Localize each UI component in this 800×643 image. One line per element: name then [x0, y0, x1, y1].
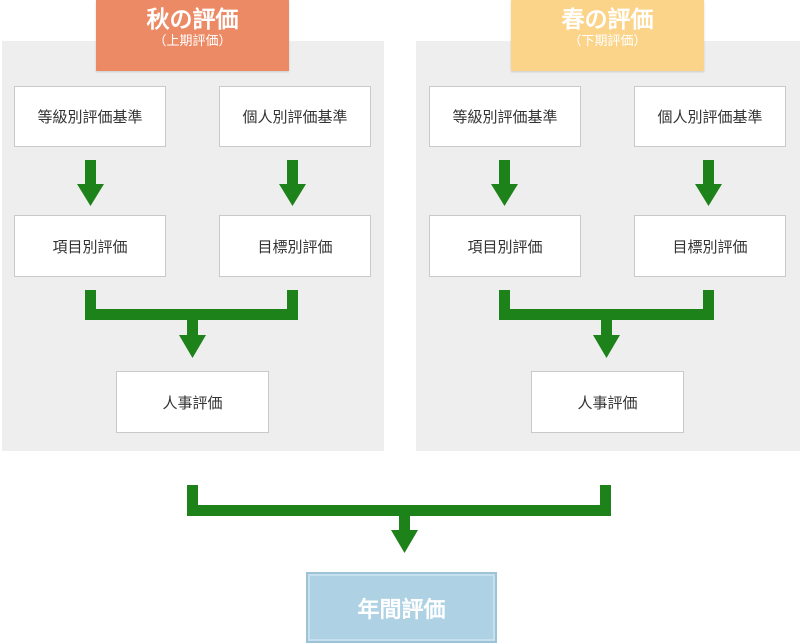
- autumn-arrow-left-down: [77, 160, 104, 206]
- autumn-personal-criteria-box: 個人別評価基準: [219, 86, 371, 147]
- spring-item-eval-box: 項目別評価: [429, 215, 581, 277]
- spring-subtitle: （下期評価）: [568, 34, 647, 49]
- spring-merge-bracket: [499, 290, 714, 358]
- autumn-hr-eval-box: 人事評価: [116, 371, 269, 433]
- spring-arrow-right-down: [695, 160, 722, 206]
- annual-eval-box: 年間評価: [306, 572, 497, 643]
- spring-hr-eval-box: 人事評価: [531, 371, 684, 433]
- autumn-goal-eval-box: 目標別評価: [219, 215, 371, 277]
- autumn-title: 秋の評価: [146, 7, 239, 33]
- spring-title: 春の評価: [561, 7, 654, 33]
- spring-goal-eval-box: 目標別評価: [634, 215, 786, 277]
- autumn-item-eval-box: 項目別評価: [14, 215, 166, 277]
- annual-merge-bracket: [187, 485, 611, 553]
- spring-tab: 春の評価 （下期評価）: [511, 0, 704, 71]
- autumn-tab: 秋の評価 （上期評価）: [96, 0, 289, 71]
- spring-arrow-left-down: [491, 160, 518, 206]
- autumn-arrow-right-down: [279, 160, 306, 206]
- autumn-subtitle: （上期評価）: [153, 34, 232, 49]
- autumn-merge-bracket: [85, 290, 298, 358]
- spring-personal-criteria-box: 個人別評価基準: [634, 86, 786, 147]
- autumn-grade-criteria-box: 等級別評価基準: [14, 86, 166, 147]
- spring-grade-criteria-box: 等級別評価基準: [429, 86, 581, 147]
